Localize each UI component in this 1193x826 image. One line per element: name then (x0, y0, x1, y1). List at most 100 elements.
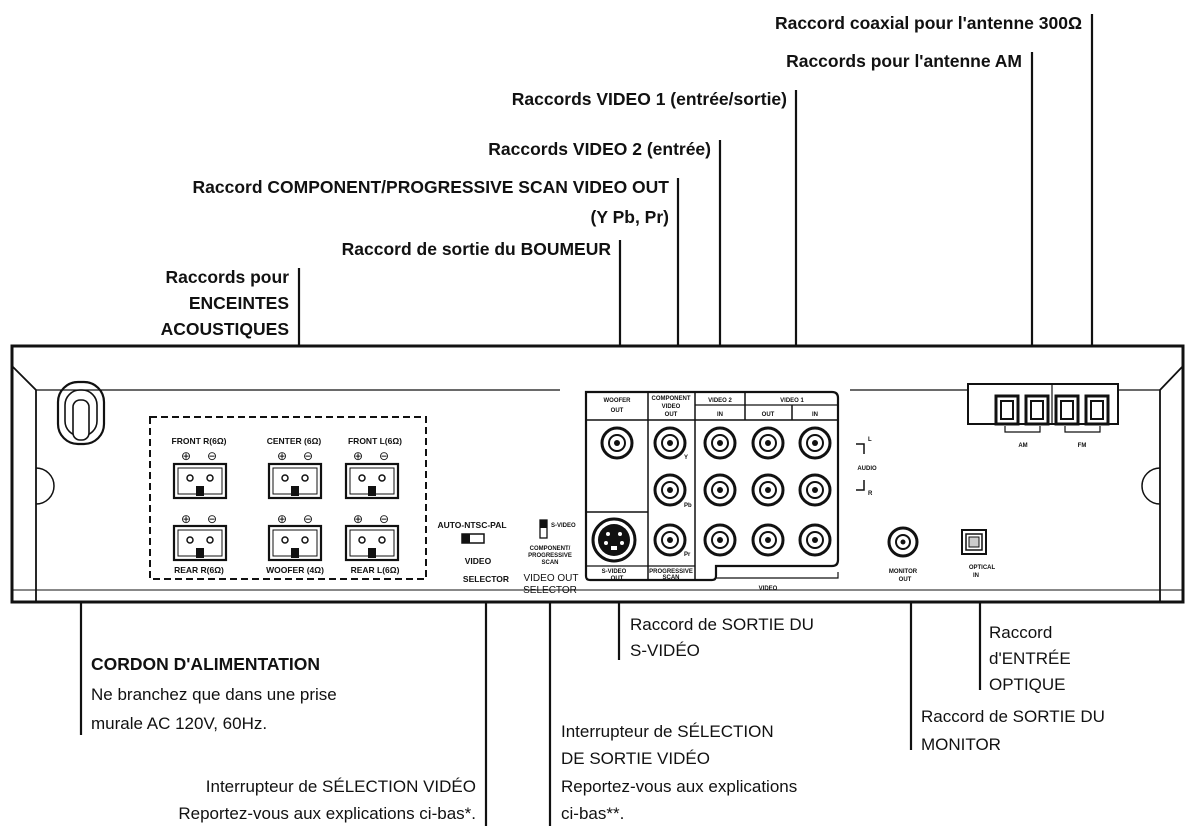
jack-label-video2-in: IN (717, 412, 723, 418)
callout-power-line1: Ne branchez que dans une prise (91, 685, 337, 704)
progressive-label-line2: SCAN (662, 575, 679, 581)
callout-component-line2: (Y Pb, Pr) (591, 207, 669, 227)
jack-label-video2: VIDEO 2 (708, 398, 732, 404)
antenna-fm-terminal-1[interactable] (1054, 394, 1080, 426)
video-bracket-label: VIDEO (759, 586, 778, 592)
antenna-am-terminal-2[interactable] (1024, 394, 1050, 426)
out-selector-line1: COMPONENT/ (530, 546, 571, 552)
callout-video-selector-line1: Interrupteur de SÉLECTION VIDÉO (206, 777, 476, 796)
callout-speakers-line1: Raccords pour (166, 267, 290, 287)
callout-speakers-line3: ACOUSTIQUES (161, 319, 289, 339)
callout-optical-line1: Raccord (989, 623, 1052, 642)
out-selector-knob (540, 520, 547, 528)
video-selector: AUTO-NTSC-PAL VIDEO SELECTOR (437, 520, 509, 584)
bottom-callouts: CORDON D'ALIMENTATION Ne branchez que da… (91, 615, 1105, 823)
callout-out-selector-line2: DE SORTIE VIDÉO (561, 749, 710, 768)
jack-label-woofer-line2: OUT (611, 408, 624, 414)
antenna-am-terminal-1[interactable] (994, 394, 1020, 426)
front-left-hole-plus (358, 474, 366, 482)
callout-out-selector-line3: Reportez-vous aux explications (561, 777, 797, 796)
optical-label-line1: OPTICAL (969, 565, 996, 571)
front-left-tab (368, 486, 376, 496)
front-left-hole-minus (378, 474, 386, 482)
video1-out-audio-r-jack[interactable] (751, 473, 785, 507)
monitor-out: MONITOR OUT (887, 526, 919, 583)
center-minus: ⊖ (303, 449, 313, 463)
speaker-rear-right: ⊕ ⊖ REAR R(6Ω) (172, 512, 228, 575)
out-selector-svideo: S-VIDEO (551, 523, 576, 529)
video1-in-video-jack[interactable] (798, 523, 832, 557)
component-pr-jack[interactable] (653, 523, 687, 557)
callout-video-selector-line2: Reportez-vous aux explications ci-bas*. (178, 804, 476, 823)
video-selector-line1: VIDEO (465, 556, 492, 566)
out-selector-line2: PROGRESSIVE (528, 553, 572, 559)
label-rear-left: REAR L(6Ω) (351, 565, 400, 575)
component-pb-jack[interactable] (653, 473, 687, 507)
rear-right-hole-minus (206, 536, 214, 544)
callout-optical-line3: OPTIQUE (989, 675, 1066, 694)
callout-out-selector-line4: ci-bas**. (561, 804, 624, 823)
callout-am-antenna: Raccords pour l'antenne AM (786, 51, 1022, 71)
rear-left-plus: ⊕ (353, 512, 363, 526)
center-hole-minus (301, 474, 309, 482)
video2-audio-l-jack[interactable] (703, 426, 737, 460)
jack-label-comp-line2: VIDEO (662, 404, 681, 410)
label-front-left: FRONT L(6Ω) (348, 436, 402, 446)
svideo-out-jack[interactable] (591, 517, 637, 563)
out-selector-line3: SCAN (541, 560, 558, 566)
video1-in-audio-l-jack[interactable] (798, 426, 832, 460)
video-selector-modes: AUTO-NTSC-PAL (437, 520, 506, 530)
video2-video-jack[interactable] (703, 523, 737, 557)
am-bracket (1004, 426, 1041, 433)
front-right-hole-minus (206, 474, 214, 482)
callout-monitor-line1: Raccord de SORTIE DU (921, 707, 1105, 726)
video2-audio-r-jack[interactable] (703, 473, 737, 507)
video1-in-audio-r-jack[interactable] (798, 473, 832, 507)
rca-jacks (600, 426, 832, 557)
audio-label: AUDIO (857, 466, 877, 472)
callout-optical-line2: d'ENTRÉE (989, 649, 1071, 668)
audio-label-r: R (868, 491, 873, 497)
rear-left-tab (368, 548, 376, 558)
optical-label-line2: IN (973, 573, 979, 579)
callout-power-title: CORDON D'ALIMENTATION (91, 654, 320, 674)
jack-label-video1: VIDEO 1 (780, 398, 804, 404)
monitor-label-line2: OUT (899, 577, 912, 583)
speaker-center: CENTER (6Ω) ⊕ ⊖ (267, 436, 323, 500)
video1-out-video-jack[interactable] (751, 523, 785, 557)
antenna-fm-terminal-2[interactable] (1084, 394, 1110, 426)
front-left-plus: ⊕ (353, 449, 363, 463)
fm-bracket (1064, 426, 1101, 433)
rear-right-minus: ⊖ (207, 512, 217, 526)
jack-block-outline (584, 390, 840, 582)
speaker-terminals: FRONT R(6Ω) ⊕ ⊖ CENTER (6Ω) ⊕ ⊖ FRONT L(… (149, 416, 427, 580)
component-y-jack[interactable] (653, 426, 687, 460)
jack-label-comp-line3: OUT (665, 412, 678, 418)
video1-out-audio-l-jack[interactable] (751, 426, 785, 460)
out-selector-line4: VIDEO OUT (523, 573, 578, 584)
label-rear-right: REAR R(6Ω) (174, 565, 224, 575)
optical-in-jack[interactable] (961, 529, 987, 555)
monitor-label-line1: MONITOR (889, 569, 918, 575)
woofer-minus: ⊖ (303, 512, 313, 526)
rear-left-minus: ⊖ (379, 512, 389, 526)
woofer-out-jack[interactable] (600, 426, 634, 460)
woofer-tab (291, 548, 299, 558)
callout-monitor-line2: MONITOR (921, 735, 1001, 754)
speaker-woofer: ⊕ ⊖ WOOFER (4Ω) (266, 512, 324, 575)
svideo-label-line1: S-VIDEO (602, 569, 627, 575)
antenna-terminals: AM FM (967, 383, 1119, 449)
monitor-out-jack[interactable] (887, 526, 919, 558)
component-pb-label: Pb (684, 503, 692, 509)
optical-in: OPTICAL IN (961, 529, 996, 579)
component-pr-label: Pr (684, 552, 691, 558)
right-notch (1141, 467, 1161, 505)
callout-out-selector-line1: Interrupteur de SÉLECTION (561, 722, 774, 741)
center-tab (291, 486, 299, 496)
video-out-selector: S-VIDEO COMPONENT/ PROGRESSIVE SCAN VIDE… (523, 519, 579, 596)
jack-label-video1-in: IN (812, 412, 818, 418)
svideo-label-line2: OUT (611, 576, 624, 582)
rear-left-hole-plus (358, 536, 366, 544)
callout-svideo-line1: Raccord de SORTIE DU (630, 615, 814, 634)
